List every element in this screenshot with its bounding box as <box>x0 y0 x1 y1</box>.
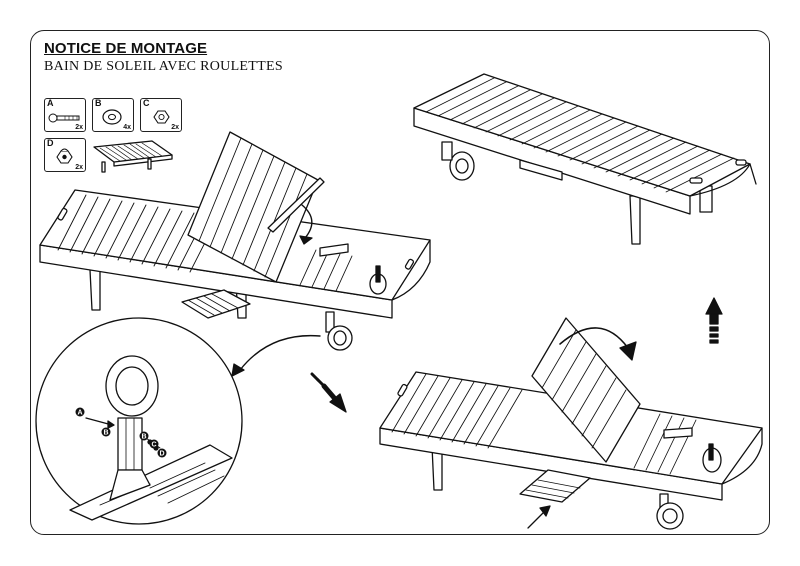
label-d: D <box>159 451 164 458</box>
arrow-down-right-icon <box>310 372 347 413</box>
part-b: B 4x <box>92 98 134 132</box>
part-qty: 2x <box>75 124 83 131</box>
label-b-right: B <box>141 434 146 441</box>
arrow-up-icon <box>705 297 723 344</box>
part-letter: C <box>143 98 150 108</box>
lounger-step-1 <box>39 131 431 351</box>
document-title: NOTICE DE MONTAGE <box>44 40 208 57</box>
part-a: A 2x <box>44 98 86 132</box>
washer-icon <box>102 109 122 125</box>
part-d: D 2x <box>44 138 86 172</box>
document-subtitle: BAIN DE SOLEIL AVEC ROULETTES <box>44 59 283 74</box>
part-qty: 2x <box>75 164 83 171</box>
label-a: A <box>77 410 82 417</box>
detail-labels: A B B C D <box>75 407 167 458</box>
part-letter: D <box>47 138 54 148</box>
part-c: C 2x <box>140 98 182 132</box>
nut-icon <box>153 110 170 124</box>
lounger-final <box>413 73 757 245</box>
label-b-left: B <box>103 430 108 437</box>
label-c: C <box>151 442 156 449</box>
part-letter: A <box>47 98 54 108</box>
part-letter: B <box>95 98 102 108</box>
page-frame <box>30 30 770 535</box>
bolt-icon <box>48 113 80 123</box>
side-table-icon <box>93 140 173 173</box>
part-qty: 4x <box>123 124 131 131</box>
part-qty: 2x <box>171 124 179 131</box>
cap-nut-icon <box>56 148 73 164</box>
lounger-step-2 <box>379 317 763 530</box>
